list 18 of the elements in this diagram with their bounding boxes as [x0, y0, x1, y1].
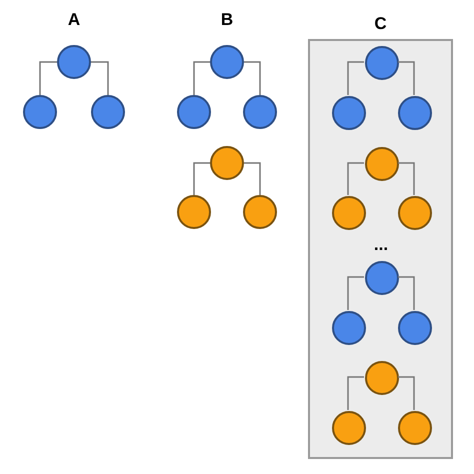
connector-line	[347, 61, 364, 95]
connector-line	[244, 61, 261, 95]
connector-line	[39, 61, 57, 95]
connector-line	[398, 162, 415, 195]
connector-line	[193, 61, 210, 95]
connector-line	[347, 276, 364, 310]
ellipsis-text: ...	[374, 235, 388, 255]
connector-line	[398, 376, 415, 410]
connector-line	[398, 61, 415, 95]
column-heading: B	[220, 10, 234, 30]
column-heading: A	[68, 10, 80, 30]
connector-line	[347, 162, 364, 195]
panel-heading: C	[373, 14, 388, 34]
connector-line	[91, 61, 109, 95]
connector-line	[193, 162, 210, 195]
connector-line	[398, 276, 415, 310]
connector-line	[347, 376, 364, 410]
connector-line	[244, 162, 261, 195]
